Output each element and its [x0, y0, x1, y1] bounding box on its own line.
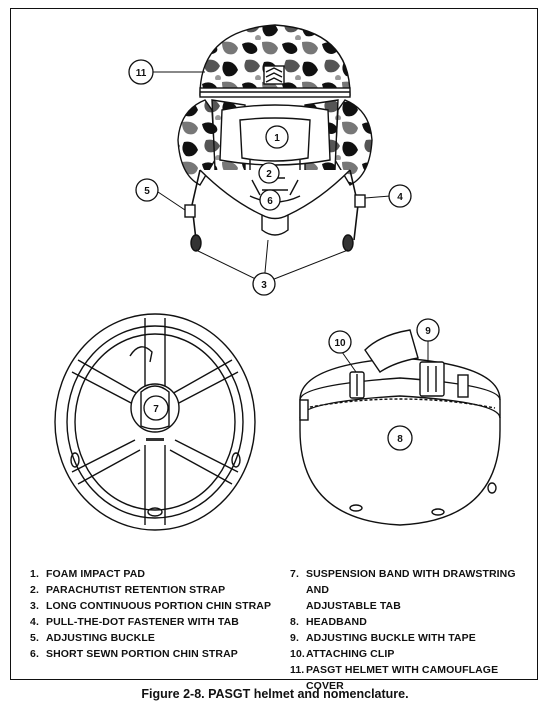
svg-text:9: 9: [425, 326, 431, 337]
callout-2: 2: [258, 162, 280, 184]
svg-text:8: 8: [397, 434, 403, 445]
svg-text:6: 6: [267, 196, 273, 207]
leader-lines-bottom: [341, 340, 429, 373]
callout-11: 11: [128, 59, 154, 85]
legend-item-3: 3.LONG CONTINUOUS PORTION CHIN STRAP: [30, 600, 272, 612]
svg-text:1: 1: [274, 133, 280, 144]
legend-item-4: 4.PULL-THE-DOT FASTENER WITH TAB: [30, 616, 239, 628]
svg-text:10: 10: [334, 338, 346, 349]
callout-1: 1: [265, 125, 289, 149]
svg-text:11: 11: [136, 68, 147, 79]
legend-item-7-cont: ADJUSTABLE TAB: [306, 600, 401, 612]
legend-item-1: 1.FOAM IMPACT PAD: [30, 568, 146, 580]
svg-text:2: 2: [266, 169, 272, 180]
legend-item-11: 11.PASGT HELMET WITH CAMOUFLAGE COVER: [290, 664, 499, 692]
callout-9: 9: [416, 318, 440, 342]
legend-left: 1.FOAM IMPACT PAD 2.PARACHUTIST RETENTIO…: [30, 566, 280, 662]
callout-3: 3: [252, 272, 276, 296]
figure-caption: Figure 2-8. PASGT helmet and nomenclatur…: [141, 687, 409, 701]
legend-item-9: 9.ADJUSTING BUCKLE WITH TAPE: [290, 632, 476, 644]
svg-text:4: 4: [397, 192, 403, 203]
legend-right: 7.SUSPENSION BAND WITH DRAWSTRING AND AD…: [290, 566, 530, 694]
callout-8: 8: [387, 425, 413, 451]
callout-10: 10: [328, 330, 352, 354]
suspension-band-group: [54, 313, 256, 531]
legend-item-2: 2.PARACHUTIST RETENTION STRAP: [30, 584, 226, 596]
svg-text:7: 7: [153, 404, 159, 415]
legend-item-10: 10.ATTACHING CLIP: [290, 648, 395, 660]
svg-text:5: 5: [144, 186, 150, 197]
callout-4: 4: [388, 184, 412, 208]
leader-lines-top: [153, 71, 391, 284]
callout-6: 6: [259, 189, 281, 211]
legend-item-8: 8.HEADBAND: [290, 616, 367, 628]
legend-item-7: 7.SUSPENSION BAND WITH DRAWSTRING AND: [290, 568, 516, 596]
svg-text:3: 3: [261, 280, 267, 291]
callout-7: 7: [143, 395, 169, 421]
callout-5: 5: [135, 178, 159, 202]
legend-item-5: 5.ADJUSTING BUCKLE: [30, 632, 155, 644]
figure-frame: [10, 8, 538, 680]
legend-item-6: 6.SHORT SEWN PORTION CHIN STRAP: [30, 648, 238, 660]
